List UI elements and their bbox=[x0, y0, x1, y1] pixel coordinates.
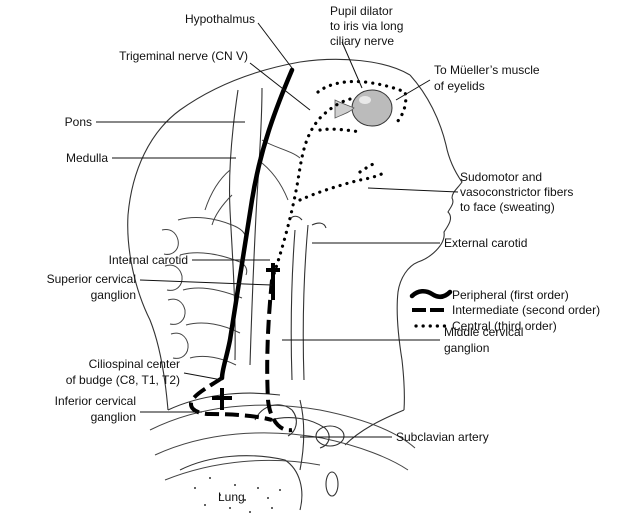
legend: Peripheral (first order) Intermediate (s… bbox=[412, 288, 600, 333]
label-trigeminal: Trigeminal nerve (CN V) bbox=[119, 49, 248, 63]
second-order-pathway bbox=[191, 280, 292, 430]
label-sudomotor-2: vasoconstrictor fibers bbox=[460, 185, 573, 199]
label-sudomotor-1: Sudomotor and bbox=[460, 170, 542, 184]
superior-cervical-ganglion-marker bbox=[266, 263, 280, 300]
label-lung: Lung bbox=[218, 490, 245, 504]
legend-peripheral: Peripheral (first order) bbox=[452, 288, 569, 302]
label-superior-cervical-2: ganglion bbox=[91, 288, 136, 302]
third-order-to-face bbox=[300, 172, 386, 200]
label-superior-cervical-1: Superior cervical bbox=[47, 272, 136, 286]
label-internal-carotid: Internal carotid bbox=[109, 253, 188, 267]
eye bbox=[335, 90, 392, 126]
label-mueller-2: of eyelids bbox=[434, 79, 485, 93]
label-mueller-1: To Müeller’s muscle bbox=[434, 63, 540, 77]
third-order-face-branch bbox=[360, 162, 378, 172]
label-inferior-cervical-1: Inferior cervical bbox=[55, 394, 136, 408]
label-medulla: Medulla bbox=[66, 151, 108, 165]
legend-intermediate: Intermediate (second order) bbox=[452, 303, 600, 317]
label-pupil-dilator-2: to iris via long bbox=[330, 19, 403, 33]
label-external-carotid: External carotid bbox=[444, 236, 527, 250]
label-ciliospinal-2: of budge (C8, T1, T2) bbox=[66, 373, 180, 387]
label-pons: Pons bbox=[65, 115, 92, 129]
label-middle-cervical-2: ganglion bbox=[444, 341, 489, 355]
label-pupil-dilator-3: ciliary nerve bbox=[330, 34, 394, 48]
label-subclavian: Subclavian artery bbox=[396, 430, 489, 444]
third-order-eyelid-lower bbox=[320, 129, 360, 132]
legend-central: Central (third order) bbox=[452, 319, 557, 333]
first-order-pathway bbox=[222, 70, 292, 378]
third-order-pathway bbox=[272, 98, 355, 280]
label-ciliospinal-1: Ciliospinal center bbox=[89, 357, 180, 371]
label-inferior-cervical-2: ganglion bbox=[91, 410, 136, 424]
label-sudomotor-3: to face (sweating) bbox=[460, 200, 555, 214]
cervical-vertebrae bbox=[150, 88, 415, 513]
legend-peripheral-swatch bbox=[412, 291, 450, 297]
label-hypothalmus: Hypothalmus bbox=[185, 12, 255, 26]
label-pupil-dilator-1: Pupil dilator bbox=[330, 4, 393, 18]
